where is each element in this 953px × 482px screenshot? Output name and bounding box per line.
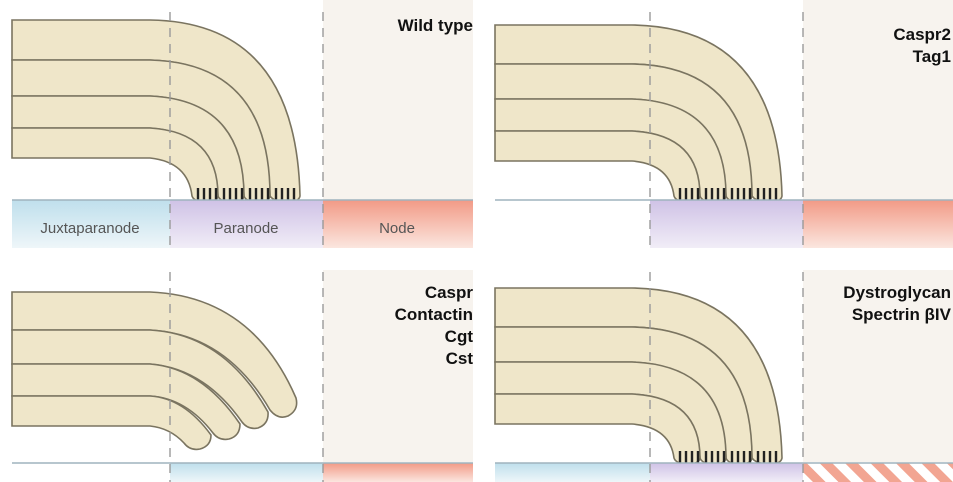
myelin-lamellae xyxy=(495,25,782,202)
paranode-region xyxy=(650,200,803,248)
panel-label: Tag1 xyxy=(913,47,951,66)
panel-label: Cgt xyxy=(445,327,474,346)
myelin-lamellae xyxy=(12,20,300,202)
panel-dystroglycan-spectrin: Dystroglycan Spectrin βIV xyxy=(495,270,953,482)
node-region-disrupted xyxy=(803,463,953,482)
zone-label-paranode: Paranode xyxy=(213,220,278,237)
panel-wild-type: Juxtaparanode Paranode Node Wild type xyxy=(12,0,473,252)
panel-label: Caspr xyxy=(425,283,474,302)
zone-label-node: Node xyxy=(379,220,415,237)
node-region xyxy=(323,463,473,482)
panel-caspr2-tag1: Caspr2 Tag1 xyxy=(495,0,953,252)
zone-label-juxtaparanode: Juxtaparanode xyxy=(40,220,139,237)
paranode-region xyxy=(650,463,803,482)
panel-label: Caspr2 xyxy=(893,25,951,44)
panel-label: Cst xyxy=(446,349,474,368)
panel-label: Wild type xyxy=(398,16,473,35)
juxtaparanode-region xyxy=(170,463,323,482)
myelin-lamellae xyxy=(495,288,782,464)
panel-caspr-contactin-cgt-cst: Caspr Contactin Cgt Cst xyxy=(12,270,473,482)
myelin-lamellae xyxy=(12,292,297,449)
panel-label: Contactin xyxy=(395,305,473,324)
panel-label: Spectrin βIV xyxy=(852,305,952,324)
panel-label: Dystroglycan xyxy=(843,283,951,302)
node-region xyxy=(803,200,953,248)
juxtaparanode-region xyxy=(495,463,650,482)
